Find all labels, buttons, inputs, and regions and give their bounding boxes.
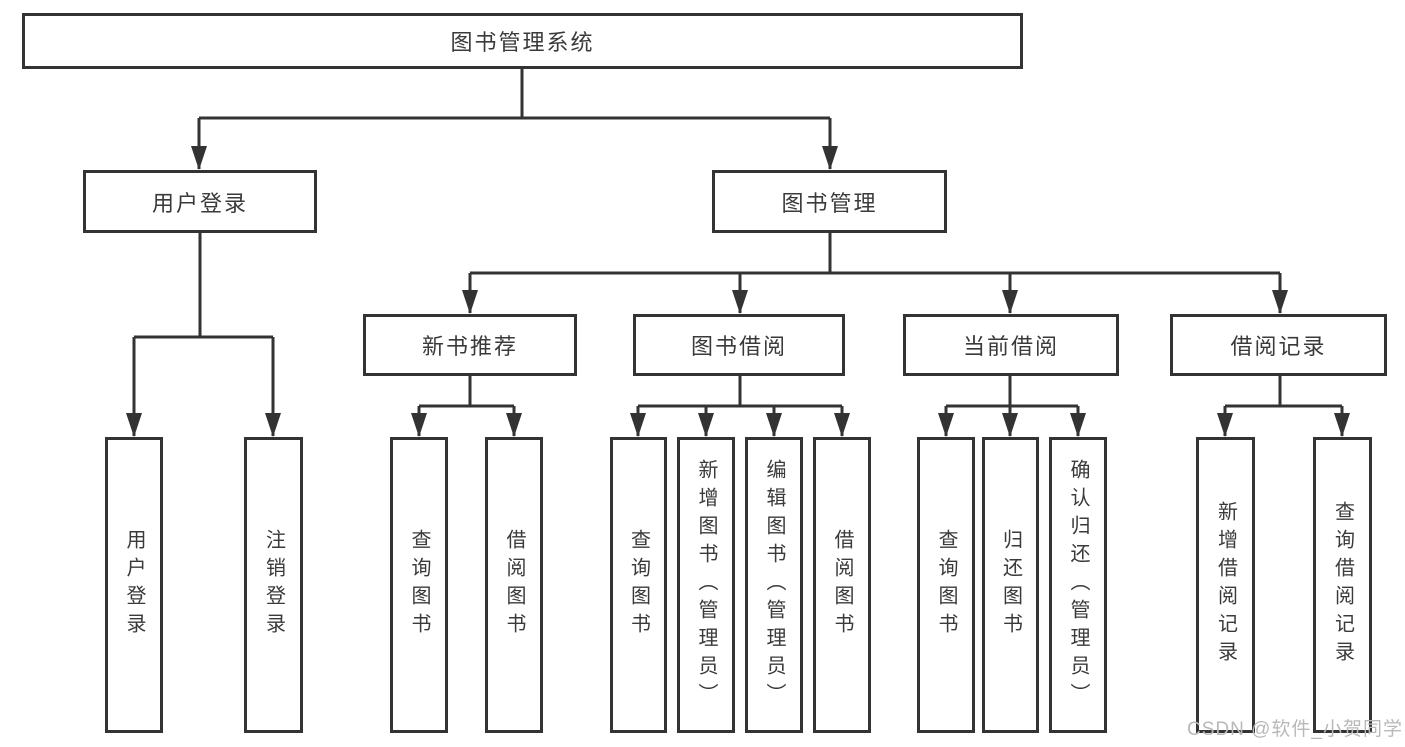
node-leaf-logout: 注销登录: [244, 437, 303, 733]
node-leaf-add-books-admin-label: 新增图书（管理员）: [695, 459, 717, 711]
connector-line: [419, 376, 514, 408]
connector-borrow-records-branch: [1217, 376, 1350, 437]
node-leaf-user-login: 用户登录: [105, 437, 163, 733]
node-leaf-borrow-books-2: 借阅图书: [813, 437, 871, 733]
node-leaf-confirm-return-admin-label: 确认归还（管理员）: [1067, 459, 1089, 711]
node-root-label: 图书管理系统: [450, 30, 595, 55]
node-leaf-query-books-2-label: 查询图书: [627, 529, 650, 641]
node-leaf-user-login-label: 用户登录: [123, 529, 145, 641]
node-current-borrow: 当前借阅: [903, 314, 1119, 376]
watermark: CSDN @软件_小贺同学: [1187, 719, 1403, 740]
connector-line: [946, 376, 1078, 408]
connector-root-to-level2: [191, 69, 838, 170]
node-leaf-edit-books-admin-label: 编辑图书（管理员）: [763, 459, 785, 711]
node-borrow-records: 借阅记录: [1170, 314, 1387, 376]
connector-new-book-branch: [411, 376, 522, 437]
node-leaf-logout-label: 注销登录: [262, 529, 285, 641]
node-leaf-borrow-books-1: 借阅图书: [485, 437, 543, 733]
connector-line: [134, 233, 273, 339]
node-leaf-borrow-books-1-label: 借阅图书: [503, 529, 525, 641]
node-borrow-records-label: 借阅记录: [1230, 334, 1327, 359]
connector-book-mgmt-to-level3: [462, 233, 1288, 314]
node-root: 图书管理系统: [22, 13, 1023, 69]
node-leaf-query-books-1: 查询图书: [390, 437, 448, 733]
connector-book-borrow-branch: [630, 376, 850, 437]
connector-line: [1225, 376, 1342, 408]
connector-user-login-branch: [126, 233, 281, 437]
node-book-mgmt: 图书管理: [712, 170, 947, 233]
connector-line: [199, 69, 830, 120]
node-new-book-recommend-label: 新书推荐: [421, 334, 518, 359]
node-leaf-add-books-admin: 新增图书（管理员）: [677, 437, 735, 733]
node-leaf-query-borrow-record: 查询借阅记录: [1313, 437, 1372, 733]
node-leaf-return-books-label: 归还图书: [999, 529, 1022, 641]
node-book-borrow: 图书借阅: [633, 314, 845, 376]
node-new-book-recommend: 新书推荐: [363, 314, 577, 376]
node-leaf-add-borrow-record-label: 新增借阅记录: [1214, 501, 1237, 669]
node-user-login-label: 用户登录: [151, 190, 248, 216]
node-leaf-return-books: 归还图书: [982, 437, 1039, 733]
node-leaf-query-books-2: 查询图书: [610, 437, 667, 733]
node-leaf-query-borrow-record-label: 查询借阅记录: [1331, 501, 1354, 669]
node-book-borrow-label: 图书借阅: [690, 334, 787, 359]
node-book-mgmt-label: 图书管理: [781, 190, 878, 216]
node-leaf-add-borrow-record: 新增借阅记录: [1196, 437, 1255, 733]
node-leaf-query-books-3: 查询图书: [917, 437, 975, 733]
node-leaf-borrow-books-2-label: 借阅图书: [831, 529, 853, 641]
node-user-login: 用户登录: [83, 170, 317, 233]
node-leaf-query-books-3-label: 查询图书: [935, 529, 957, 641]
connector-line: [638, 376, 842, 408]
connector-current-borrow-branch: [938, 376, 1086, 437]
connector-line: [470, 233, 1280, 275]
node-leaf-query-books-1-label: 查询图书: [408, 529, 430, 641]
node-current-borrow-label: 当前借阅: [962, 334, 1059, 359]
node-leaf-confirm-return-admin: 确认归还（管理员）: [1049, 437, 1107, 733]
node-leaf-edit-books-admin: 编辑图书（管理员）: [745, 437, 803, 733]
